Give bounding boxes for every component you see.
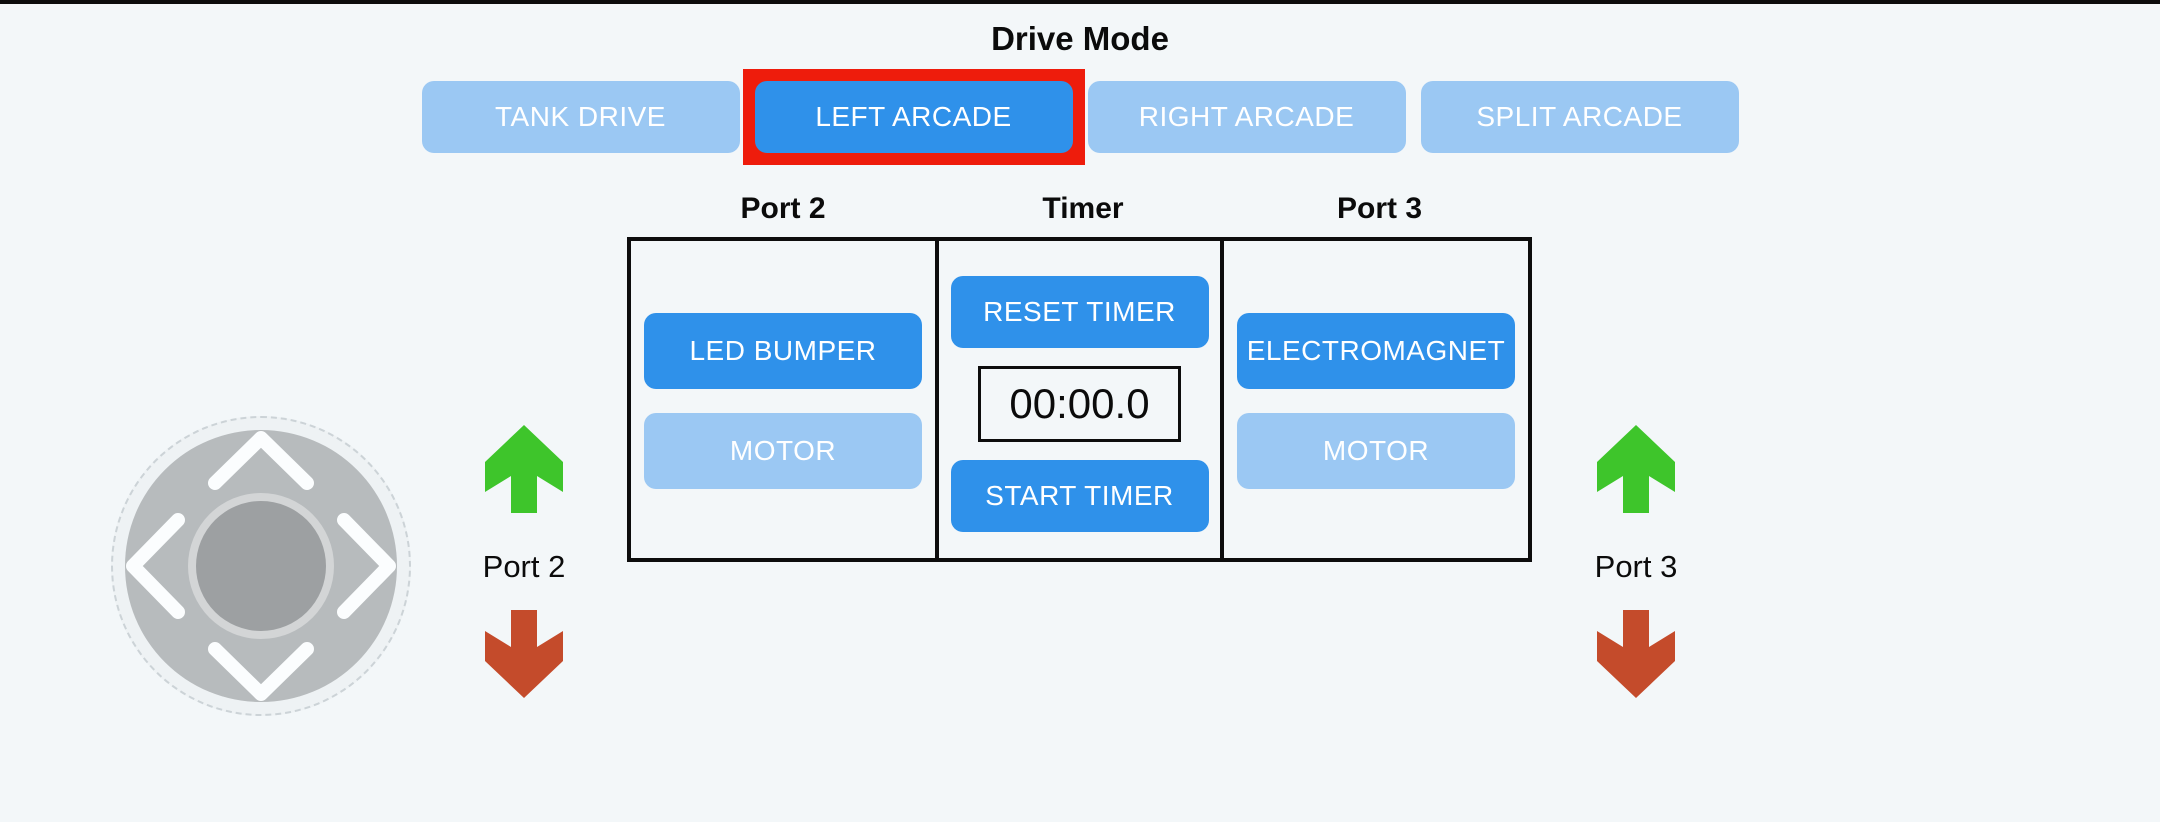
- port3-up-button[interactable]: [1597, 425, 1675, 513]
- start-timer-label: START TIMER: [985, 480, 1174, 511]
- column-header-timer: Timer: [1042, 192, 1124, 225]
- mode-button-split-arcade[interactable]: SPLIT ARCADE: [1420, 81, 1739, 153]
- mode-button-label: LEFT ARCADE: [815, 101, 1012, 132]
- reset-timer-label: RESET TIMER: [983, 296, 1176, 327]
- chevron-right-icon: [337, 513, 396, 619]
- port3-motor-button[interactable]: MOTOR: [1237, 413, 1515, 489]
- port2-up-button[interactable]: [485, 425, 563, 513]
- mode-button-label: TANK DRIVE: [495, 101, 666, 132]
- selected-mode-outline: LEFT ARCADE: [742, 69, 1085, 165]
- thick-arrow-up-icon: [1597, 425, 1675, 513]
- mode-button-left-arcade[interactable]: LEFT ARCADE: [754, 81, 1073, 153]
- thick-arrow-up-icon: [485, 425, 563, 513]
- column-header-port2: Port 2: [740, 192, 826, 225]
- top-border-bar: [0, 0, 2160, 4]
- timer-display: 00:00.0: [978, 366, 1181, 442]
- chevron-up-icon: [208, 431, 314, 490]
- column-header-port3: Port 3: [1336, 192, 1423, 225]
- reset-timer-button[interactable]: RESET TIMER: [950, 276, 1209, 348]
- thick-arrow-down-icon: [1597, 610, 1675, 698]
- board-headers: Port 2 Timer Port 3: [627, 192, 1532, 228]
- port2-column: LED BUMPER MOTOR: [631, 241, 935, 558]
- electromagnet-label: ELECTROMAGNET: [1246, 335, 1506, 366]
- motor-label: MOTOR: [1322, 435, 1430, 466]
- chevron-down-icon: [208, 642, 314, 701]
- port3-column: ELECTROMAGNET MOTOR: [1224, 241, 1528, 558]
- port3-arrow-label: Port 3: [1594, 549, 1678, 584]
- thick-arrow-down-icon: [485, 610, 563, 698]
- chevron-left-icon: [126, 513, 185, 619]
- start-timer-button[interactable]: START TIMER: [950, 460, 1209, 532]
- drive-mode-button-row: TANK DRIVE LEFT ARCADE RIGHT ARCADE SPLI…: [0, 69, 2160, 165]
- control-board: Port 2 Timer Port 3 LED BUMPER MOTOR RES…: [627, 192, 1532, 562]
- mode-button-tank-drive[interactable]: TANK DRIVE: [421, 81, 740, 153]
- drive-mode-title: Drive Mode: [991, 20, 1169, 57]
- mode-button-label: RIGHT ARCADE: [1138, 101, 1355, 132]
- mode-button-label: SPLIT ARCADE: [1476, 101, 1683, 132]
- timer-value: 00:00.0: [1009, 380, 1150, 427]
- led-bumper-button[interactable]: LED BUMPER: [644, 313, 922, 389]
- mode-button-right-arcade[interactable]: RIGHT ARCADE: [1087, 81, 1406, 153]
- port2-down-button[interactable]: [485, 610, 563, 698]
- motor-label: MOTOR: [729, 435, 837, 466]
- port2-arrow-label: Port 2: [482, 549, 566, 584]
- port2-motor-button[interactable]: MOTOR: [644, 413, 922, 489]
- led-bumper-label: LED BUMPER: [689, 335, 877, 366]
- port2-arrow-controls: Port 2: [483, 425, 565, 698]
- electromagnet-button[interactable]: ELECTROMAGNET: [1237, 313, 1515, 389]
- joystick-knob[interactable]: [196, 501, 326, 631]
- drive-joystick[interactable]: [111, 416, 411, 716]
- joystick-direction-chevrons: [126, 431, 396, 701]
- timer-column: RESET TIMER 00:00.0 START TIMER: [935, 241, 1224, 558]
- board-table: LED BUMPER MOTOR RESET TIMER 00:00.0 STA…: [627, 237, 1532, 562]
- port3-down-button[interactable]: [1597, 610, 1675, 698]
- port3-arrow-controls: Port 3: [1595, 425, 1677, 698]
